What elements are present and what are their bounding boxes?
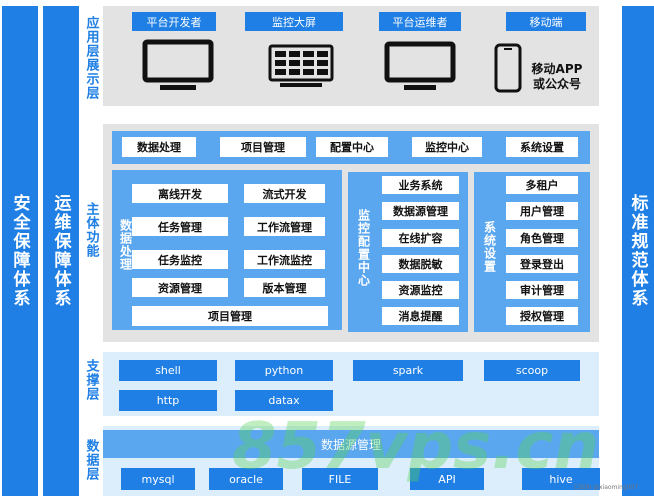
monitor-config-label: 监控配置中心 [356, 209, 371, 287]
item-datasource-mgmt[interactable]: 数据源管理 [382, 202, 459, 220]
dashboard-screen-icon [268, 44, 334, 90]
item-login-logout[interactable]: 登录登出 [506, 255, 578, 273]
item-user-mgmt[interactable]: 用户管理 [506, 202, 578, 220]
source-hive[interactable]: hive [522, 468, 600, 490]
mobile-description: 移动APP 或公众号 [531, 62, 583, 91]
datasource-management-bar[interactable]: 数据源管理 [103, 430, 599, 458]
system-settings-block [474, 172, 590, 332]
item-resource-monitor[interactable]: 资源监控 [382, 281, 459, 299]
monitor-config-block [348, 172, 468, 332]
source-api[interactable]: API [410, 468, 484, 490]
item-multi-tenant[interactable]: 多租户 [506, 176, 578, 194]
tab-config-center[interactable]: 配置中心 [316, 137, 388, 157]
item-authorization-mgmt[interactable]: 授权管理 [506, 307, 578, 325]
pillar-operations: 运维保障体系 [43, 6, 79, 496]
tab-monitor-center[interactable]: 监控中心 [412, 137, 482, 157]
monitor-icon [382, 40, 458, 94]
item-task-mgmt[interactable]: 任务管理 [132, 217, 228, 236]
item-workflow-mgmt[interactable]: 工作流管理 [244, 217, 325, 236]
item-online-scale[interactable]: 在线扩容 [382, 229, 459, 247]
item-version-mgmt[interactable]: 版本管理 [244, 278, 325, 297]
item-workflow-monitor[interactable]: 工作流监控 [244, 250, 325, 269]
support-shell[interactable]: shell [119, 360, 217, 381]
tab-system-settings[interactable]: 系统设置 [506, 137, 578, 157]
support-http[interactable]: http [119, 390, 217, 411]
source-mysql[interactable]: mysql [121, 468, 195, 490]
item-role-mgmt[interactable]: 角色管理 [506, 229, 578, 247]
system-settings-label: 系统设置 [482, 221, 497, 273]
support-scoop[interactable]: scoop [484, 360, 580, 381]
role-monitor-screen[interactable]: 监控大屏 [245, 12, 343, 31]
layer-label-main: 主体功能 [83, 202, 99, 258]
tab-data-processing[interactable]: 数据处理 [122, 137, 196, 157]
pillar-security: 安全保障体系 [2, 6, 38, 496]
item-message-alert[interactable]: 消息提醒 [382, 307, 459, 325]
item-resource-mgmt[interactable]: 资源管理 [132, 278, 228, 297]
tab-project-management[interactable]: 项目管理 [220, 137, 306, 157]
data-processing-label: 数据处理 [118, 219, 133, 271]
role-developer[interactable]: 平台开发者 [132, 12, 216, 31]
item-business-system[interactable]: 业务系统 [382, 176, 459, 194]
support-datax[interactable]: datax [235, 390, 333, 411]
support-python[interactable]: python [235, 360, 333, 381]
source-oracle[interactable]: oracle [209, 468, 283, 490]
role-operator[interactable]: 平台运维者 [379, 12, 461, 31]
pillar-standards: 标准规范体系 [622, 6, 654, 496]
item-stream-dev[interactable]: 流式开发 [244, 184, 325, 203]
item-audit-mgmt[interactable]: 审计管理 [506, 281, 578, 299]
smartphone-icon [493, 42, 523, 94]
layer-label-support: 支撑层 [83, 359, 99, 401]
source-file[interactable]: FILE [302, 468, 378, 490]
role-mobile[interactable]: 移动端 [506, 12, 586, 31]
layer-label-data: 数据层 [83, 439, 99, 481]
item-data-masking[interactable]: 数据脱敏 [382, 255, 459, 273]
support-spark[interactable]: spark [353, 360, 463, 381]
layer-label-app: 应用层展示层 [83, 16, 99, 100]
item-task-monitor[interactable]: 任务监控 [132, 250, 228, 269]
item-offline-dev[interactable]: 离线开发 [132, 184, 228, 203]
monitor-icon [140, 38, 216, 94]
credit-text: CSDN @xiaoming007 [574, 484, 639, 491]
item-project-mgmt[interactable]: 项目管理 [132, 306, 328, 326]
